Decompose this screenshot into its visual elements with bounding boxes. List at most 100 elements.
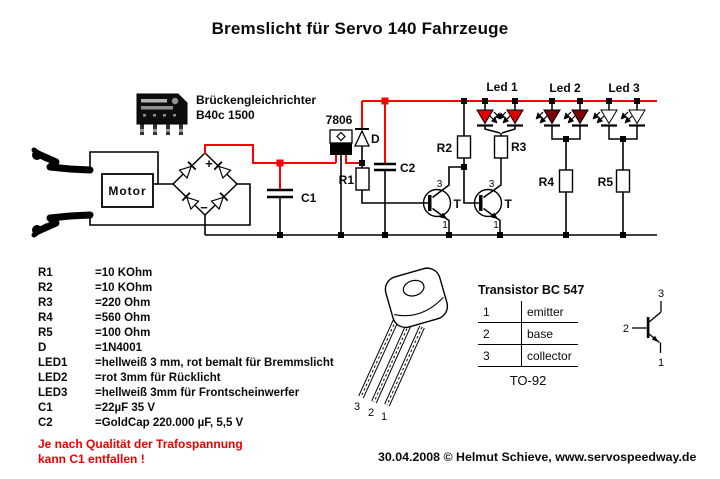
junction-dot xyxy=(620,136,626,142)
transistor-t1: 3 1 T xyxy=(422,179,462,233)
t1-pin1-label: 1 xyxy=(442,220,448,231)
capacitor-c2: C2 xyxy=(374,161,416,233)
t2-base-wire xyxy=(463,167,479,204)
to92-pin2-label: 2 xyxy=(368,407,374,419)
part-value: =560 Ohm xyxy=(95,312,151,324)
pinout-table: 1 emitter 2 base 3 collector xyxy=(478,301,578,367)
t2-pin3-label: 3 xyxy=(489,179,495,190)
photo-caption-line1: Brückengleichrichter xyxy=(196,93,316,107)
parts-row: C1 =22µF 35 V xyxy=(38,401,334,416)
to92-leg xyxy=(384,325,425,407)
parts-row: LED3 =hellweiß 3mm für Frontscheinwerfer xyxy=(38,386,334,401)
r1-label: R1 xyxy=(339,173,355,187)
transistor-info-title: Transistor BC 547 xyxy=(478,283,585,297)
npn-symbol: 3 2 1 xyxy=(623,288,664,369)
part-value: =10 KOhm xyxy=(95,267,153,279)
regulator-label: 7806 xyxy=(326,113,353,127)
motor-label: Motor xyxy=(108,184,146,198)
parts-row: LED2 =rot 3mm für Rücklicht xyxy=(38,371,334,386)
parts-list: R1=10 KOhm R2=10 KOhm R3=220 Ohm R4 =560 … xyxy=(38,266,334,431)
parts-row: R4 =560 Ohm xyxy=(38,311,334,326)
regulator-7806: 7806 xyxy=(326,113,353,233)
t2-label: T xyxy=(505,197,513,211)
bridge-minus-label: − xyxy=(200,200,208,215)
r4-label: R4 xyxy=(539,175,555,189)
part-value: =GoldCap 220.000 µF, 5,5 V xyxy=(95,417,244,429)
to92-package-drawing: 3 2 1 xyxy=(354,267,449,423)
capacitor-c1: C1 xyxy=(267,188,317,233)
motor-box: Motor xyxy=(101,173,154,208)
parts-row: R1=10 KOhm xyxy=(38,266,334,281)
package-label: TO-92 xyxy=(509,373,547,388)
part-name: C2 xyxy=(38,417,53,429)
diode-label: D xyxy=(371,132,380,146)
part-value: =10 KOhm xyxy=(95,282,153,294)
t1-label: T xyxy=(454,197,462,211)
resistor-r1: R1 xyxy=(339,163,428,204)
r3-label: R3 xyxy=(511,140,527,154)
led3-pair: Led 3 xyxy=(592,81,647,140)
power-pickup-top xyxy=(31,147,94,174)
part-value: =220 Ohm xyxy=(95,297,151,309)
pin-number: 3 xyxy=(478,344,522,367)
parts-row: R2=10 KOhm xyxy=(38,281,334,296)
led2-pair: Led 2 xyxy=(535,81,590,140)
part-value: =22µF 35 V xyxy=(95,402,156,414)
junction-dot-red xyxy=(276,159,284,167)
part-value: =rot 3mm für Rücklicht xyxy=(95,372,221,384)
part-name: LED3 xyxy=(38,387,68,399)
footer-credit: 30.04.2008 © Helmut Schieve, www.servosp… xyxy=(378,450,697,464)
t2-pin1-label: 1 xyxy=(493,220,499,231)
transistor-info: Transistor BC 547 1 emitter 2 base 3 col… xyxy=(478,283,585,388)
pin-name: base xyxy=(521,322,578,345)
part-name: D xyxy=(38,342,47,354)
part-value: =hellweiß 3mm für Frontscheinwerfer xyxy=(95,387,300,399)
pin-name: collector xyxy=(521,344,578,367)
junction-dot xyxy=(563,136,569,142)
to92-pin1-label: 1 xyxy=(381,411,387,423)
pinout-row: 2 base xyxy=(478,322,578,345)
diode-d: D xyxy=(353,128,380,160)
bridge-rectifier-photo: Brückengleichrichter B40c 1500 xyxy=(136,93,316,135)
parts-row: C2 =GoldCap 220.000 µF, 5,5 V xyxy=(38,416,334,431)
part-name: C1 xyxy=(38,402,53,414)
to92-leg xyxy=(358,318,399,399)
pin-number: 2 xyxy=(478,322,522,345)
power-pickup-bottom xyxy=(31,211,94,238)
pin-number: 1 xyxy=(478,301,522,323)
to92-leg xyxy=(371,322,412,404)
t1-pin3-label: 3 xyxy=(437,179,443,190)
npn-pin1-label: 1 xyxy=(658,357,664,369)
led1-pair: Led 1 xyxy=(475,80,525,134)
page-title: Bremslicht für Servo 140 Fahrzeuge xyxy=(211,19,509,38)
resistor-r5: R5 xyxy=(598,139,631,233)
part-name: LED2 xyxy=(38,372,68,384)
part-value: =100 Ohm xyxy=(95,327,151,339)
npn-pin2-label: 2 xyxy=(623,323,629,335)
junction-dot xyxy=(461,164,467,170)
to92-pin3-label: 3 xyxy=(354,401,360,413)
warning-line2: kann C1 entfallen ! xyxy=(38,452,145,466)
parts-row: D=1N4001 xyxy=(38,341,334,356)
part-name: R4 xyxy=(38,312,53,324)
resistor-r2: R2 xyxy=(437,101,472,164)
pinout-row: 3 collector xyxy=(478,344,578,367)
npn-pin3-label: 3 xyxy=(658,288,664,300)
pinout-row: 1 emitter xyxy=(478,301,578,323)
part-value: =hellweiß 3 mm, rot bemalt für Bremmslic… xyxy=(95,357,334,369)
c1-label: C1 xyxy=(301,191,317,205)
parts-row: LED1 =hellweiß 3 mm, rot bemalt für Bremm… xyxy=(38,356,334,371)
pin-name: emitter xyxy=(521,301,578,323)
resistor-r3: R3 xyxy=(493,133,527,159)
parts-row: R5=100 Ohm xyxy=(38,326,334,341)
part-name: LED1 xyxy=(38,357,68,369)
warning-line1: Je nach Qualität der Trafospannung xyxy=(38,437,243,451)
transistor-t2: 3 1 T xyxy=(473,158,513,233)
led2-label: Led 2 xyxy=(549,81,581,95)
r2-label: R2 xyxy=(437,141,453,155)
photo-caption-line2: B40c 1500 xyxy=(196,108,255,122)
resistor-r4: R4 xyxy=(539,139,574,233)
parts-row: R3=220 Ohm xyxy=(38,296,334,311)
